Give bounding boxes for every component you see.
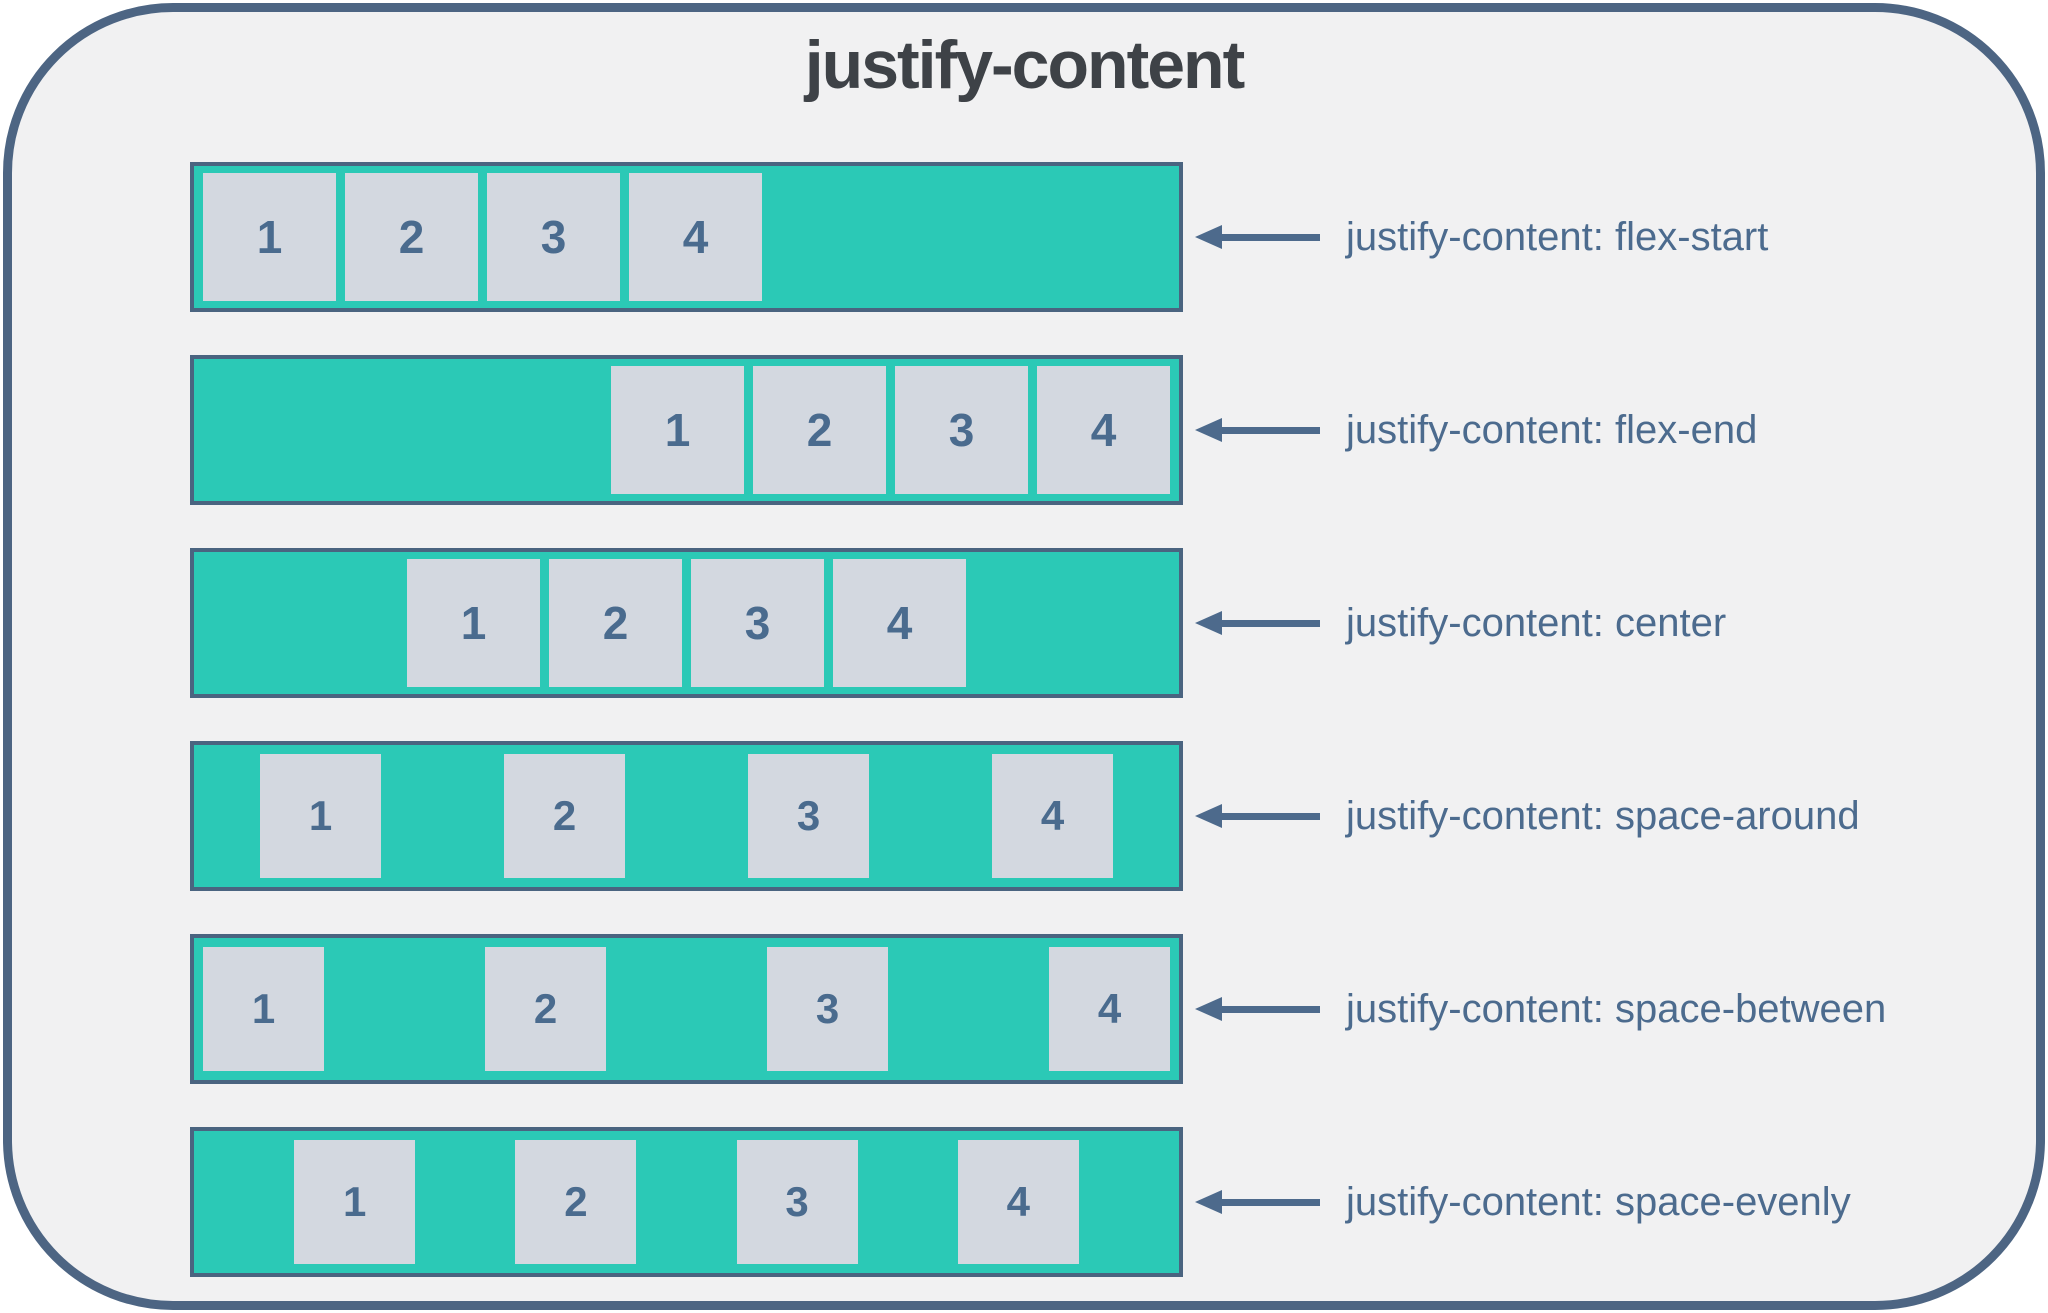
demo-rows: 1 2 3 4 justify-content: flex-start 1 2 … bbox=[190, 162, 1886, 1313]
row-label-flex-start: justify-content: flex-start bbox=[1346, 214, 1769, 259]
arrow-line bbox=[1220, 426, 1320, 434]
arrow-line bbox=[1220, 619, 1320, 627]
flex-item-1: 1 bbox=[407, 559, 540, 687]
flex-item-4: 4 bbox=[1037, 366, 1170, 494]
flex-item-3: 3 bbox=[691, 559, 824, 687]
flex-item-4: 4 bbox=[1049, 947, 1170, 1071]
flex-item-4: 4 bbox=[992, 754, 1113, 878]
flex-item-4: 4 bbox=[957, 1140, 1079, 1264]
flex-container-space-around: 1 2 3 4 bbox=[190, 741, 1183, 891]
flex-item-2: 2 bbox=[549, 559, 682, 687]
flex-item-1: 1 bbox=[611, 366, 744, 494]
demo-row-space-evenly: 1 2 3 4 justify-content: space-evenly bbox=[190, 1127, 1886, 1277]
arrow-head-icon bbox=[1195, 804, 1222, 828]
flex-item-1: 1 bbox=[203, 173, 336, 301]
flex-item-1: 1 bbox=[203, 947, 324, 1071]
row-label-space-evenly: justify-content: space-evenly bbox=[1346, 1179, 1851, 1224]
arrow-line bbox=[1220, 233, 1320, 241]
arrow-head-icon bbox=[1195, 225, 1222, 249]
flex-container-flex-start: 1 2 3 4 bbox=[190, 162, 1183, 312]
left-arrow-icon bbox=[1195, 1190, 1320, 1214]
row-label-space-around: justify-content: space-around bbox=[1346, 793, 1860, 838]
demo-row-center: 1 2 3 4 justify-content: center bbox=[190, 548, 1886, 698]
flex-item-2: 2 bbox=[515, 1140, 637, 1264]
demo-row-space-between: 1 2 3 4 justify-content: space-between bbox=[190, 934, 1886, 1084]
arrow-head-icon bbox=[1195, 418, 1222, 442]
flex-item-3: 3 bbox=[748, 754, 869, 878]
row-label-center: justify-content: center bbox=[1346, 600, 1727, 645]
flex-item-4: 4 bbox=[629, 173, 762, 301]
row-label-flex-end: justify-content: flex-end bbox=[1346, 407, 1758, 452]
arrow-head-icon bbox=[1195, 1190, 1222, 1214]
flex-container-space-evenly: 1 2 3 4 bbox=[190, 1127, 1183, 1277]
arrow-line bbox=[1220, 1005, 1320, 1013]
flex-container-center: 1 2 3 4 bbox=[190, 548, 1183, 698]
arrow-line bbox=[1220, 812, 1320, 820]
arrow-head-icon bbox=[1195, 611, 1222, 635]
arrow-head-icon bbox=[1195, 997, 1222, 1021]
flex-container-space-between: 1 2 3 4 bbox=[190, 934, 1183, 1084]
flex-item-3: 3 bbox=[767, 947, 888, 1071]
flex-container-flex-end: 1 2 3 4 bbox=[190, 355, 1183, 505]
flex-item-3: 3 bbox=[895, 366, 1028, 494]
left-arrow-icon bbox=[1195, 997, 1320, 1021]
demo-row-space-around: 1 2 3 4 justify-content: space-around bbox=[190, 741, 1886, 891]
flex-item-2: 2 bbox=[485, 947, 606, 1071]
left-arrow-icon bbox=[1195, 418, 1320, 442]
arrow-line bbox=[1220, 1198, 1320, 1206]
flex-item-3: 3 bbox=[487, 173, 620, 301]
demo-row-flex-start: 1 2 3 4 justify-content: flex-start bbox=[190, 162, 1886, 312]
flex-item-4: 4 bbox=[833, 559, 966, 687]
diagram-title: justify-content bbox=[804, 27, 1245, 103]
flex-item-2: 2 bbox=[504, 754, 625, 878]
demo-row-flex-end: 1 2 3 4 justify-content: flex-end bbox=[190, 355, 1886, 505]
flex-item-1: 1 bbox=[260, 754, 381, 878]
flex-item-2: 2 bbox=[753, 366, 886, 494]
left-arrow-icon bbox=[1195, 804, 1320, 828]
flex-item-3: 3 bbox=[736, 1140, 858, 1264]
left-arrow-icon bbox=[1195, 225, 1320, 249]
left-arrow-icon bbox=[1195, 611, 1320, 635]
flex-item-2: 2 bbox=[345, 173, 478, 301]
row-label-space-between: justify-content: space-between bbox=[1346, 986, 1887, 1031]
flex-item-1: 1 bbox=[294, 1140, 416, 1264]
